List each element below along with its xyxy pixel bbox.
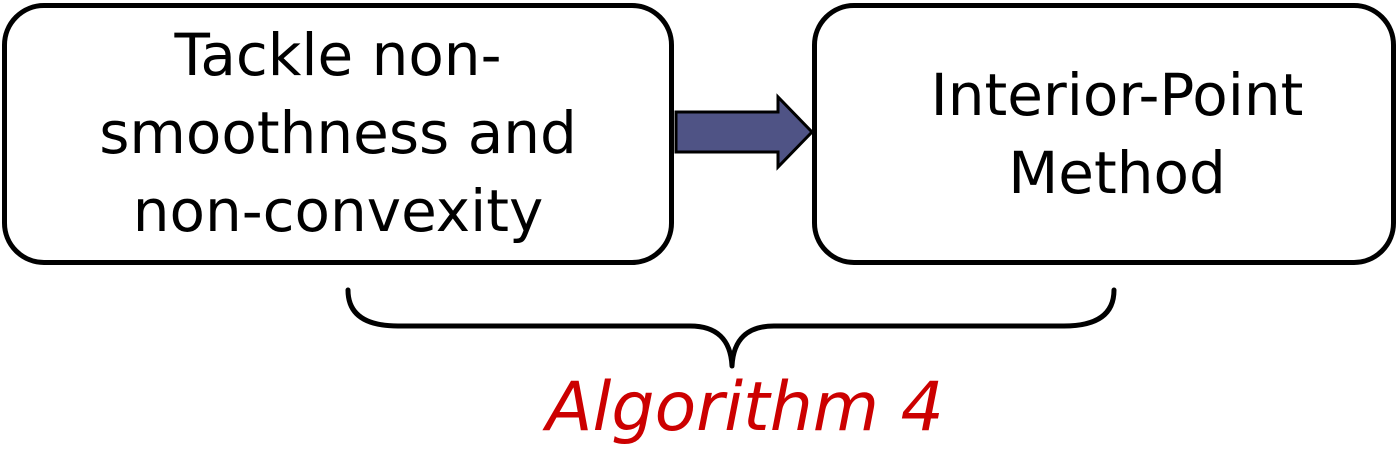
step-box-nonsmooth-label: Tackle non- smoothness and non-convexity: [99, 21, 577, 245]
algorithm-label: Algorithm 4: [546, 368, 944, 447]
step-box-interior-point-label: Interior-Point Method: [930, 61, 1304, 207]
right-arrow: [674, 93, 815, 171]
curly-brace: [345, 287, 1117, 369]
step-box-interior-point: Interior-Point Method: [812, 3, 1396, 265]
step-box-nonsmooth: Tackle non- smoothness and non-convexity: [2, 3, 674, 265]
